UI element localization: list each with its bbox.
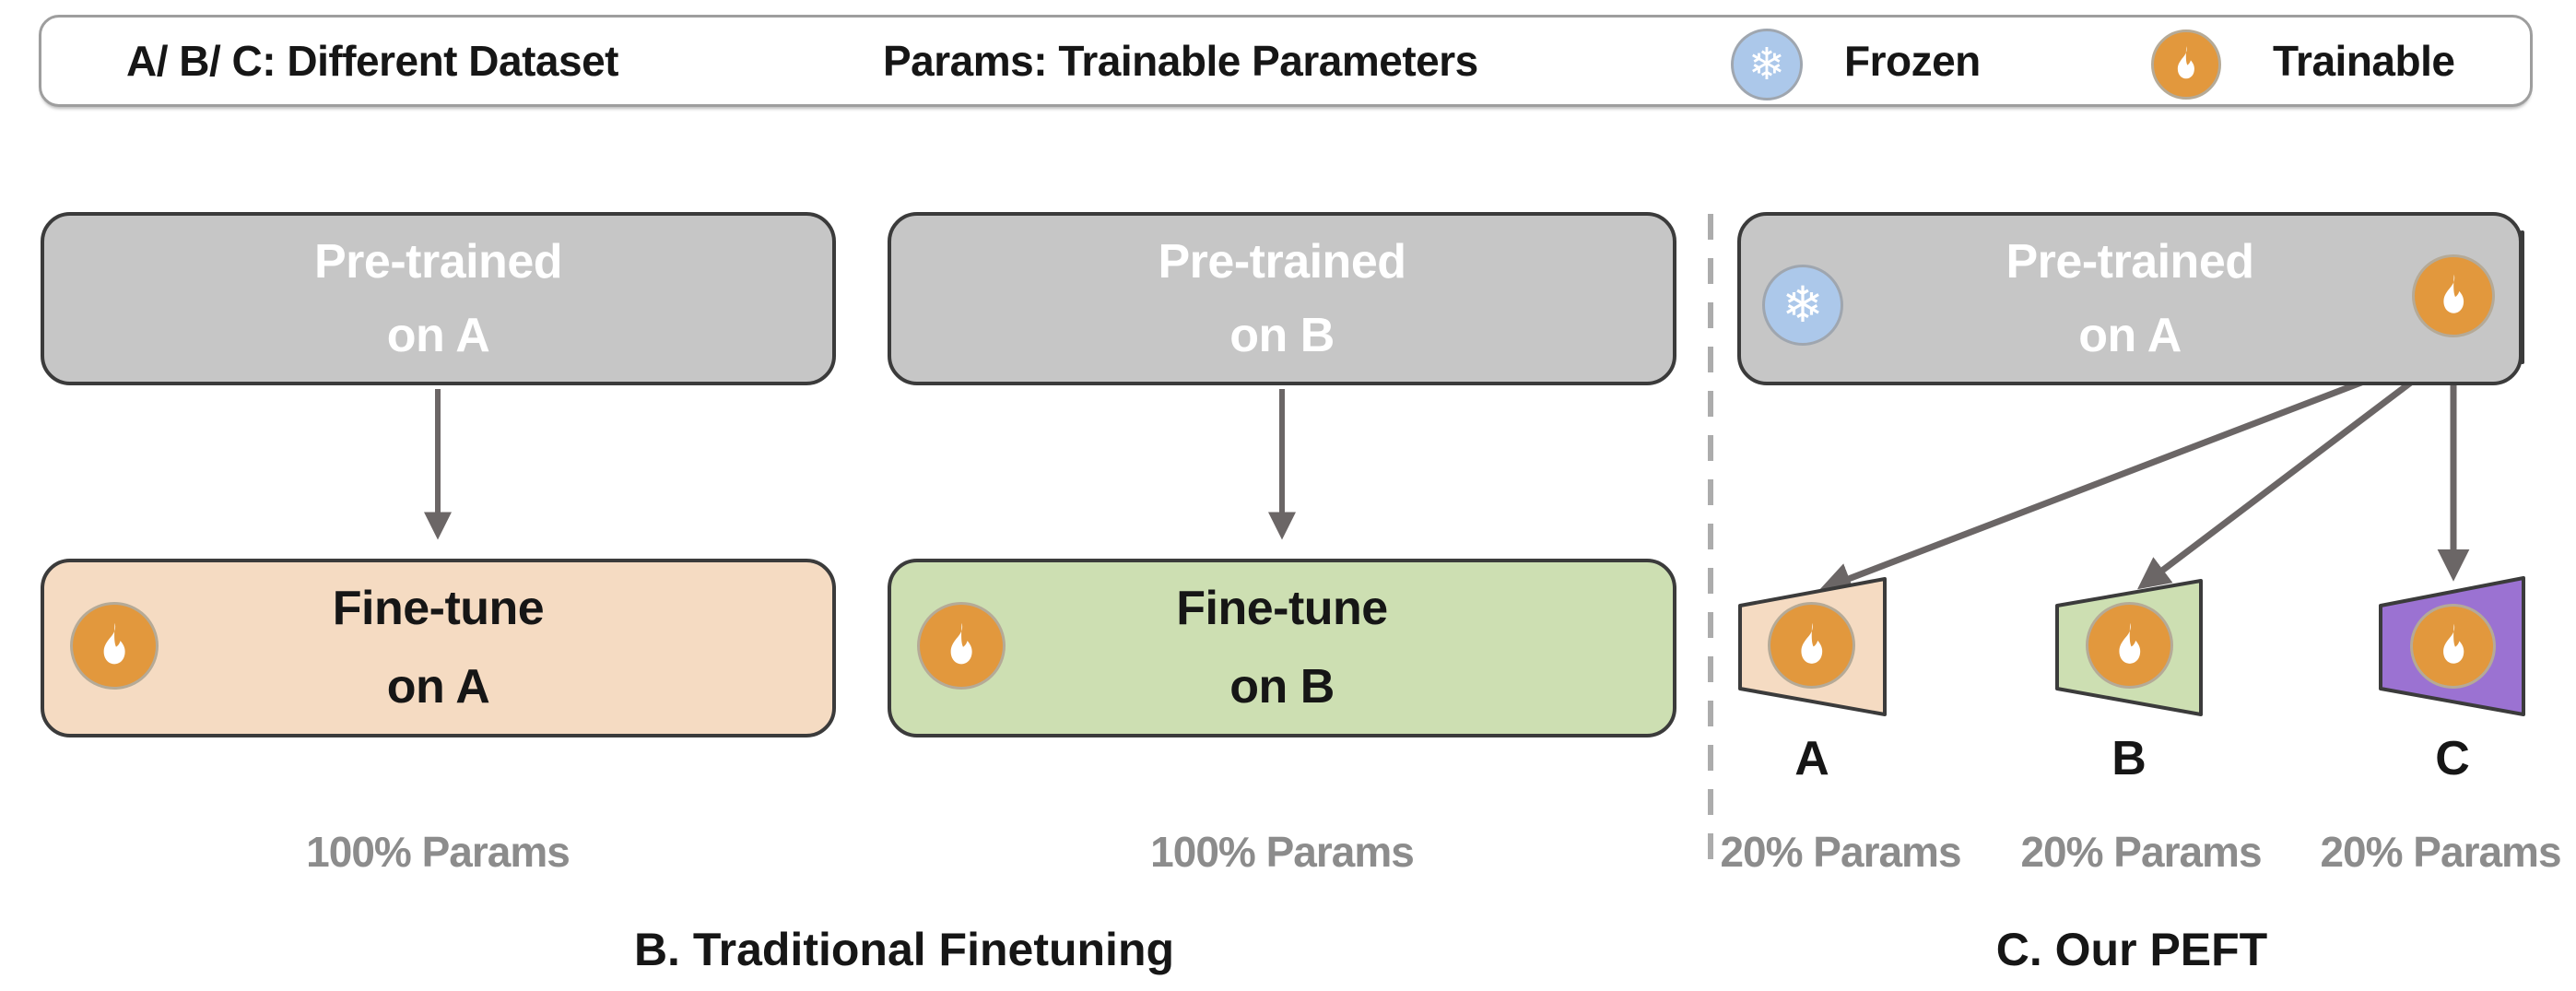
frozen-snowflake-icon: ❄ (1762, 265, 1843, 346)
finetune-on-b-line2: on B (1229, 660, 1335, 714)
params-label-adapter-b: 20% Params (2020, 828, 2262, 876)
params-label-finetune-a: 100% Params (306, 828, 570, 876)
params-label-adapter-c: 20% Params (2320, 828, 2561, 876)
arrow-peft-to-adapter-b (2137, 353, 2449, 590)
pretrained-on-a-line1: Pre-trained (313, 235, 563, 289)
params-label-finetune-b: 100% Params (1150, 828, 1415, 876)
pretrained-on-b-line2: on B (1229, 309, 1335, 362)
pretrained-frozen-box: Pre-trained on A (1737, 212, 2523, 385)
legend-frozen-label: Frozen (1844, 37, 1981, 85)
adapter-a-label: A (1794, 732, 1829, 785)
finetune-on-a-line2: on A (386, 660, 490, 714)
pretrained-on-b-line1: Pre-trained (1158, 235, 1406, 289)
pretrained-on-a-box: Pre-trained on A (41, 212, 836, 385)
section-c-caption: C. Our PEFT (1995, 924, 2268, 975)
finetune-on-b-line1: Fine-tune (1176, 582, 1388, 635)
finetune-on-a-box: Fine-tune on A (41, 559, 836, 737)
adapter-b-flame-icon (2086, 602, 2173, 689)
legend-dataset-note: A/ B/ C: Different Dataset (126, 37, 618, 85)
snowflake-icon: ❄ (1731, 29, 1803, 100)
adapter-b-label: B (2111, 732, 2147, 785)
adapter-a-flame-icon (1768, 602, 1855, 689)
finetune-on-b-box: Fine-tune on B (888, 559, 1676, 737)
section-b-caption: B. Traditional Finetuning (633, 924, 1175, 975)
params-label-adapter-a: 20% Params (1720, 828, 1961, 876)
legend-params-note: Params: Trainable Parameters (883, 37, 1478, 85)
finetune-a-flame-icon (70, 602, 159, 690)
peft-module-flame-icon (2412, 254, 2495, 337)
adapter-c-flame-icon (2410, 604, 2496, 689)
arrow-peft-to-adapter-a (1818, 348, 2442, 594)
pretrained-on-b-box: Pre-trained on B (888, 212, 1676, 385)
finetune-on-a-line1: Fine-tune (332, 582, 545, 635)
pretrained-frozen-line2: on A (2078, 309, 2182, 362)
legend-box: A/ B/ C: Different Dataset Params: Train… (39, 15, 2533, 107)
adapter-c-label: C (2435, 732, 2470, 785)
pretrained-frozen-line1: Pre-trained (2006, 235, 2254, 289)
pretrained-on-a-line2: on A (386, 309, 490, 362)
finetune-b-flame-icon (917, 602, 1006, 690)
flame-icon (2151, 29, 2221, 100)
legend-trainable-label: Trainable (2273, 37, 2455, 85)
